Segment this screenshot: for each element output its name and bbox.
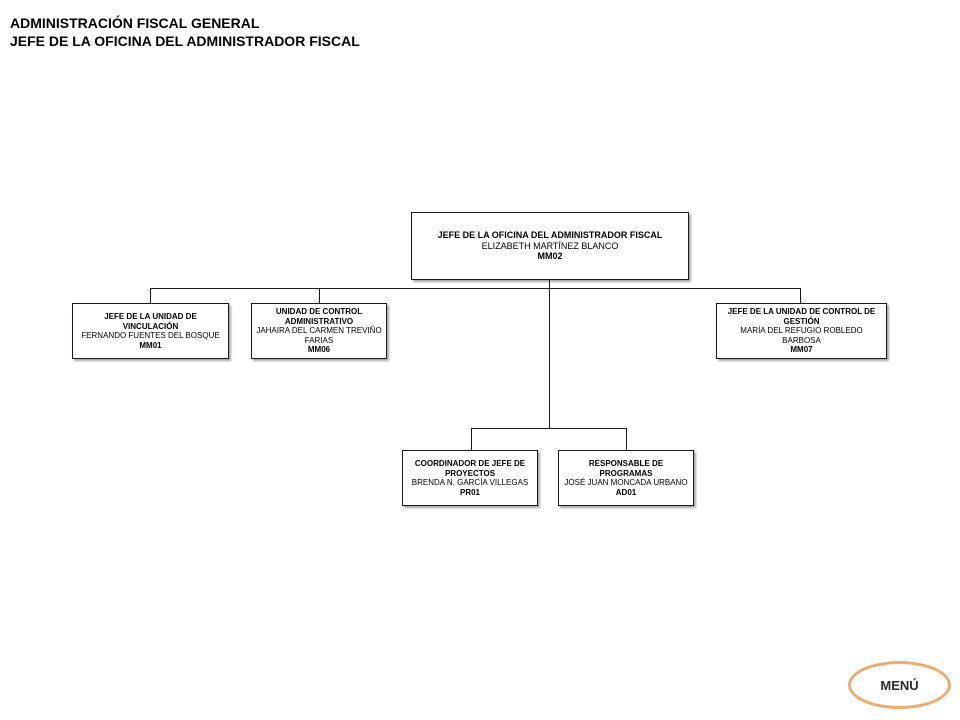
- page-header: ADMINISTRACIÓN FISCAL GENERAL JEFE DE LA…: [10, 14, 360, 50]
- connector-drop-vinculacion: [150, 288, 151, 303]
- org-node-title: UNIDAD DE CONTROL ADMINISTRATIVO: [275, 307, 363, 326]
- org-node-name: MARÍA DEL REFUGIO ROBLEDO BARBOSA: [740, 326, 863, 345]
- connector-drop-control-admin: [319, 288, 320, 303]
- org-node-title: JEFE DE LA UNIDAD DE VINCULACIÓN: [104, 312, 197, 331]
- org-node-title: COORDINADOR DE JEFE DE PROYECTOS: [414, 459, 526, 478]
- org-node-programas: RESPONSABLE DE PROGRAMAS JOSÉ JUAN MONCA…: [558, 450, 694, 506]
- org-node-code: MM07: [790, 345, 813, 355]
- org-node-coordinador: COORDINADOR DE JEFE DE PROYECTOS BRENDA …: [402, 450, 538, 506]
- org-node-title: JEFE DE LA OFICINA DEL ADMINISTRADOR FIS…: [437, 230, 663, 241]
- connector-top-down: [549, 280, 550, 289]
- org-node-title: RESPONSABLE DE PROGRAMAS: [588, 459, 664, 478]
- org-node-name: JOSÉ JUAN MONCADA URBANO: [564, 478, 688, 487]
- header-title: ADMINISTRACIÓN FISCAL GENERAL: [10, 15, 260, 31]
- connector-drop-programas: [626, 428, 627, 450]
- connector-horizontal-level2: [471, 428, 627, 429]
- connector-drop-control-gestion: [800, 288, 801, 303]
- org-node-code: MM01: [139, 340, 162, 350]
- connector-drop-coordinador: [471, 428, 472, 450]
- org-node-name: BRENDA N. GARCÍA VILLEGAS: [411, 478, 529, 487]
- connector-horizontal-level1: [150, 288, 801, 289]
- header-subtitle: JEFE DE LA OFICINA DEL ADMINISTRADOR FIS…: [10, 33, 360, 49]
- org-node-code: PR01: [459, 487, 480, 497]
- org-node-top: JEFE DE LA OFICINA DEL ADMINISTRADOR FIS…: [411, 212, 689, 280]
- menu-button[interactable]: MENÚ: [848, 661, 951, 709]
- org-node-name: ELIZABETH MARTÍNEZ BLANCO: [481, 240, 619, 251]
- org-node-title: JEFE DE LA UNIDAD DE CONTROL DE GESTIÓN: [727, 307, 876, 326]
- org-node-control-gestion: JEFE DE LA UNIDAD DE CONTROL DE GESTIÓN …: [716, 303, 887, 359]
- org-node-name: FERNANDO FUENTES DEL BOSQUE: [81, 331, 220, 340]
- org-node-code: AD01: [615, 487, 637, 497]
- org-node-code: MM06: [307, 345, 331, 355]
- org-node-control-administrativo: UNIDAD DE CONTROL ADMINISTRATIVO JAHAIRA…: [251, 303, 387, 359]
- org-node-code: MM02: [537, 251, 563, 262]
- org-node-name: JAHAIRA DEL CARMEN TREVIÑO FARIAS: [256, 326, 382, 345]
- org-node-vinculacion: JEFE DE LA UNIDAD DE VINCULACIÓN FERNAND…: [72, 303, 229, 359]
- connector-vertical-trunk: [549, 288, 550, 428]
- menu-button-label: MENÚ: [880, 677, 919, 693]
